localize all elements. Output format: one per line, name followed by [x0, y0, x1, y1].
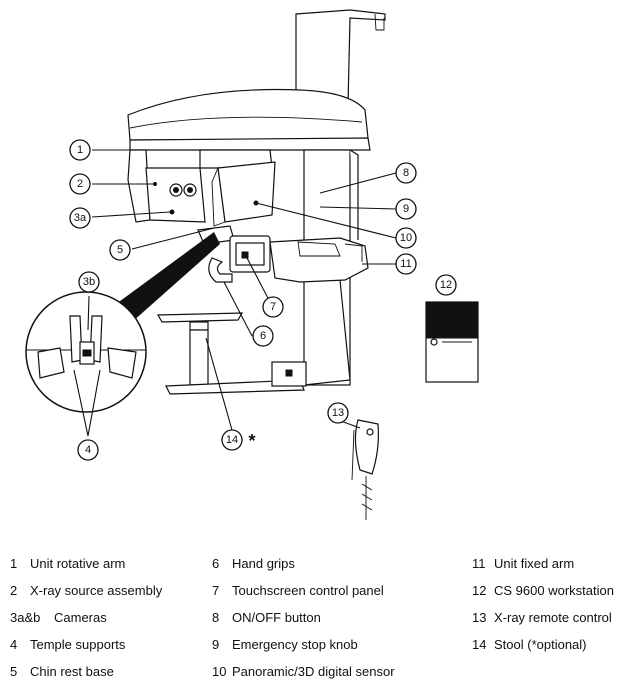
legend-item-8: 8 ON/OFF button	[212, 610, 321, 625]
legend-item-9: 9 Emergency stop knob	[212, 637, 358, 652]
xray-unit-diagram: 1 2 3a 3b 4 5 6 7 8 9 10 11 12 13 14 *	[25, 9, 479, 520]
legend-num: 7	[212, 583, 220, 598]
legend-item-7: 7 Touchscreen control panel	[212, 583, 384, 598]
legend-num: 11	[472, 556, 486, 571]
leader-lines	[73, 149, 397, 437]
legend-item-4: 4 Temple supports	[10, 637, 125, 652]
legend-item-1: 1 Unit rotative arm	[10, 556, 125, 571]
callout-4: 4	[77, 439, 99, 461]
unit-rotative-arm	[127, 88, 371, 151]
legend-label: CS 9600 workstation	[494, 583, 614, 598]
legend-num: 2	[10, 583, 18, 598]
digital-sensor	[211, 161, 276, 227]
callout-12: 12	[435, 274, 457, 296]
svg-text:4: 4	[85, 444, 91, 456]
legend-num: 3a&b	[10, 610, 41, 625]
legend-num: 12	[472, 583, 487, 598]
legend-label: Panoramic/3D digital sensor	[232, 664, 395, 679]
callout-3a: 3a	[69, 207, 91, 229]
callout-14: 14	[221, 429, 243, 451]
legend-label: Hand grips	[232, 556, 295, 571]
legend-num: 4	[10, 637, 18, 652]
svg-text:1: 1	[77, 144, 83, 156]
callout-7: 7	[262, 296, 284, 318]
legend-item-12: 12 CS 9600 workstation	[472, 583, 614, 598]
legend-label: Stool (*optional)	[494, 637, 587, 652]
callout-1: 1	[69, 139, 91, 161]
legend-label: ON/OFF button	[232, 610, 321, 625]
optional-star: *	[248, 431, 255, 451]
callout-5: 5	[109, 239, 131, 261]
legend-label: Emergency stop knob	[232, 637, 358, 652]
legend-item-10: 10 Panoramic/3D digital sensor	[212, 664, 395, 679]
column-top	[295, 9, 386, 105]
legend-label: X-ray source assembly	[30, 583, 163, 598]
legend-num: 5	[10, 664, 18, 679]
legend-item-11: 11 Unit fixed arm	[472, 556, 574, 571]
callout-11: 11	[395, 253, 417, 275]
svg-text:9: 9	[403, 203, 409, 215]
legend-item-6: 6 Hand grips	[212, 556, 295, 571]
legend: 1 Unit rotative arm 2 X-ray source assembl…	[0, 552, 642, 692]
stool	[156, 312, 307, 395]
temple-supports-detail	[25, 291, 147, 413]
legend-label: Unit fixed arm	[494, 556, 575, 571]
svg-text:5: 5	[117, 244, 123, 256]
xray-source-assembly	[127, 149, 273, 223]
legend-num: 8	[212, 610, 220, 625]
legend-label: Chin rest base	[30, 664, 114, 679]
legend-num: 10	[212, 664, 227, 679]
svg-text:14: 14	[226, 434, 238, 446]
legend-item-13: 13 X-ray remote control	[472, 610, 612, 625]
chin-rest-and-panel	[197, 225, 369, 283]
legend-item-2: 2 X-ray source assembly	[10, 583, 162, 598]
legend-item-3: 3a&b Cameras	[10, 610, 107, 625]
callout-8: 8	[395, 162, 417, 184]
legend-num: 1	[10, 556, 18, 571]
legend-label: Unit rotative arm	[30, 556, 126, 571]
callout-6: 6	[252, 325, 274, 347]
svg-text:13: 13	[332, 407, 344, 419]
svg-text:3b: 3b	[83, 276, 95, 288]
legend-num: 13	[472, 610, 487, 625]
detail-beam	[112, 232, 220, 322]
legend-item-5: 5 Chin rest base	[10, 664, 114, 679]
legend-label: Cameras	[54, 610, 107, 625]
callout-10: 10	[395, 227, 417, 249]
svg-text:7: 7	[270, 301, 276, 313]
svg-text:12: 12	[440, 279, 452, 291]
legend-label: Touchscreen control panel	[232, 583, 384, 598]
callout-13: 13	[327, 402, 349, 424]
remote-control	[351, 419, 379, 520]
legend-label: X-ray remote control	[494, 610, 612, 625]
main-column	[303, 149, 359, 386]
workstation	[425, 301, 479, 383]
callout-3b: 3b	[78, 271, 100, 293]
legend-num: 14	[472, 637, 487, 652]
legend-num: 9	[212, 637, 220, 652]
callout-2: 2	[69, 173, 91, 195]
svg-text:8: 8	[403, 167, 409, 179]
legend-item-14: 14 Stool (*optional)	[472, 637, 587, 652]
legend-label: Temple supports	[30, 637, 126, 652]
svg-text:10: 10	[400, 232, 412, 244]
legend-num: 6	[212, 556, 220, 571]
svg-text:6: 6	[260, 330, 266, 342]
svg-text:11: 11	[400, 258, 411, 270]
callout-9: 9	[395, 198, 417, 220]
svg-text:2: 2	[77, 178, 83, 190]
svg-text:3a: 3a	[74, 212, 87, 224]
